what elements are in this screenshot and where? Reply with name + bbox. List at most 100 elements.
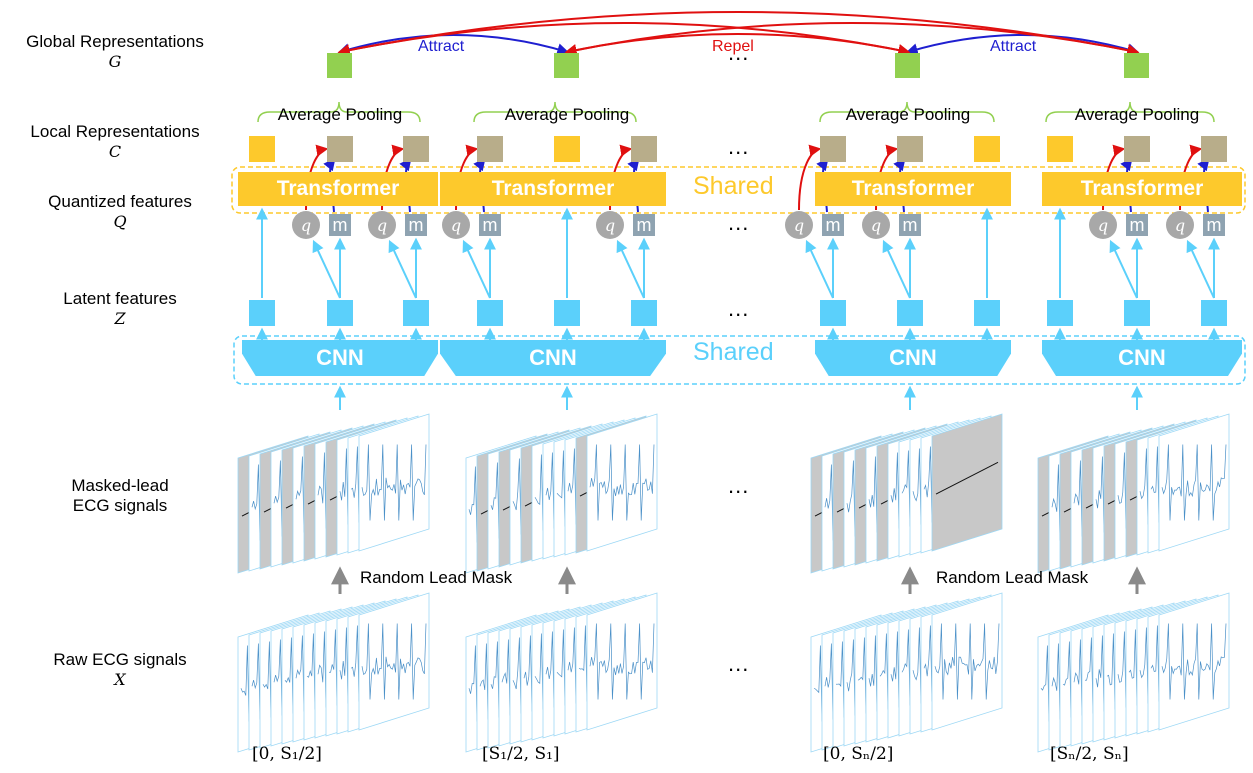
transformer-block-2: Transformer — [440, 172, 666, 206]
mask-token-3-2: m — [899, 214, 921, 236]
quantizer-node-3-1: q — [785, 211, 813, 239]
latent-q-arrow-3-2 — [882, 239, 911, 299]
global-node-2 — [554, 53, 579, 78]
transformer-shared-box — [231, 166, 1246, 214]
masked-stack-1 — [237, 413, 430, 574]
latent-square-2-2 — [554, 300, 580, 326]
raw-stack-1-trace-12 — [361, 623, 427, 700]
latent-square-3-1 — [820, 300, 846, 326]
repel-label: Repel — [712, 38, 754, 55]
mask-token-2-3: m — [633, 214, 655, 236]
quantizer-node-2-1: q — [442, 211, 470, 239]
context-square-2-3 — [631, 136, 657, 162]
pooling-brace-1 — [257, 101, 421, 123]
latent-q-arrow-3-1 — [805, 239, 834, 299]
pooling-brace-2 — [473, 101, 637, 123]
pooling-label-1: Average Pooling — [277, 105, 403, 124]
context-square-4-3 — [1201, 136, 1227, 162]
pooling-label-2: Average Pooling — [504, 105, 630, 124]
context-square-4-2 — [1124, 136, 1150, 162]
masked-stack-1-trace-12 — [361, 444, 427, 521]
random-lead-mask-label-right: Random Lead Mask — [936, 568, 1089, 587]
masked-stack-4-trace-12 — [1161, 444, 1227, 521]
transformer-block-3: Transformer — [815, 172, 1011, 206]
global-node-4 — [1124, 53, 1149, 78]
quantizer-node-4-2: q — [1089, 211, 1117, 239]
masked-stack-2-trace-12 — [589, 444, 655, 521]
latent-square-3-2 — [897, 300, 923, 326]
transformer-block-1: Transformer — [238, 172, 438, 206]
transformer-block-4: Transformer — [1042, 172, 1242, 206]
latent-square-2-1 — [477, 300, 503, 326]
context-square-3-3 — [974, 136, 1000, 162]
latent-q-arrow-2-3 — [616, 239, 645, 299]
cnn-block-2: CNN — [440, 340, 666, 376]
masked-ecg-label: Masked-lead ECG signals — [71, 476, 169, 515]
latent-q-arrow-1-3 — [388, 239, 417, 299]
masked-stack-3-panel-12 — [931, 413, 1003, 552]
random-lead-mask-label-left: Random Lead Mask — [360, 568, 513, 587]
raw-stack-4-trace-12 — [1161, 623, 1227, 700]
attract-label-right: Attract — [990, 38, 1037, 55]
latent-q-arrow-4-3 — [1186, 239, 1215, 299]
masked-stack-3 — [810, 413, 1003, 574]
mask-token-1-2: m — [329, 214, 351, 236]
mask-token-3-1: m — [822, 214, 844, 236]
masked-stack-3-flatline-12 — [935, 461, 999, 495]
red-link-3-1 — [798, 144, 822, 211]
cnn-block-4: CNN — [1042, 340, 1242, 376]
raw-stack-4 — [1037, 592, 1230, 753]
raw-ecg-label: Raw ECG signals X — [53, 650, 187, 689]
context-square-1-1 — [249, 136, 275, 162]
latent-square-1-3 — [403, 300, 429, 326]
raw-stack-1 — [237, 592, 430, 753]
latent-q-arrow-4-2 — [1109, 239, 1138, 299]
ellipsis-local: ... — [728, 134, 750, 159]
mask-token-4-2: m — [1126, 214, 1148, 236]
raw-stack-2-trace-12 — [589, 623, 655, 700]
global-node-3 — [895, 53, 920, 78]
range-label-2: [S₁/2, S₁] — [482, 744, 560, 764]
context-square-1-3 — [403, 136, 429, 162]
context-square-3-1 — [820, 136, 846, 162]
ellipsis-global: ... — [728, 40, 750, 65]
quantizer-node-3-2: q — [862, 211, 890, 239]
mask-token-4-3: m — [1203, 214, 1225, 236]
pooling-brace-3 — [819, 101, 995, 123]
ellipsis-raw: ... — [728, 651, 750, 676]
cnn-block-3: CNN — [815, 340, 1011, 376]
quantizer-node-4-3: q — [1166, 211, 1194, 239]
latent-features-label: Latent features Z — [63, 289, 177, 328]
masked-stack-4 — [1037, 413, 1230, 574]
latent-square-4-1 — [1047, 300, 1073, 326]
cnn-block-1: CNN — [242, 340, 438, 376]
local-representations-label: Local Representations C — [30, 122, 200, 161]
range-label-4: [Sₙ/2, Sₙ] — [1050, 744, 1129, 764]
quantizer-node-2-3: q — [596, 211, 624, 239]
raw-stack-3-trace-12 — [934, 623, 1000, 700]
global-node-1 — [327, 53, 352, 78]
quantizer-node-1-2: q — [292, 211, 320, 239]
masked-stack-2 — [465, 413, 658, 574]
mask-token-1-3: m — [405, 214, 427, 236]
quantizer-node-1-3: q — [368, 211, 396, 239]
ellipsis-masked: ... — [728, 473, 750, 498]
range-label-1: [0, S₁/2] — [252, 744, 322, 764]
cnn-shared-label: Shared — [693, 338, 774, 366]
range-label-3: [0, Sₙ/2] — [823, 744, 894, 764]
attract-label-left: Attract — [418, 38, 465, 55]
raw-stack-2 — [465, 592, 658, 753]
latent-square-1-2 — [327, 300, 353, 326]
raw-stack-3 — [810, 592, 1003, 753]
mask-token-2-1: m — [479, 214, 501, 236]
latent-square-1-1 — [249, 300, 275, 326]
cnn-shared-box — [233, 335, 1246, 385]
ellipsis-latent: ... — [728, 296, 750, 321]
context-square-2-2 — [554, 136, 580, 162]
latent-square-2-3 — [631, 300, 657, 326]
latent-square-4-2 — [1124, 300, 1150, 326]
latent-square-4-3 — [1201, 300, 1227, 326]
context-square-1-2 — [327, 136, 353, 162]
